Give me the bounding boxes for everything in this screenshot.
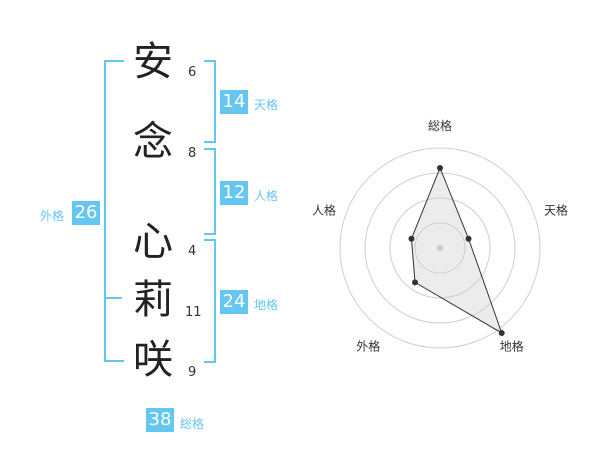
radar-point-1 [437, 165, 443, 171]
tenkaku-value: 14 [220, 90, 248, 114]
tenkaku-bracket [204, 60, 216, 143]
radar-axis-label-3: 地格 [500, 339, 524, 354]
radar-ring-4 [339, 147, 541, 349]
radar-axis-label-5: 人格 [312, 202, 336, 217]
soukaku-label: 総格 [180, 417, 205, 431]
name-char-1: 安 [133, 39, 173, 85]
radar-point-3 [498, 329, 505, 336]
radar-point-4 [412, 279, 419, 286]
stroke-count-3: 4 [188, 244, 197, 259]
radar-axis-label-4: 外格 [356, 339, 380, 354]
name-char-3: 心 [133, 219, 173, 265]
gaikaku-value: 26 [72, 201, 100, 225]
radar-ring-1 [414, 222, 466, 274]
stroke-count-1: 6 [188, 65, 197, 80]
radar-axis-label-2: 天格 [544, 202, 568, 217]
tenkaku-label: 天格 [254, 98, 279, 112]
gaikaku-bracket [104, 60, 124, 362]
stroke-count-2: 8 [188, 146, 197, 161]
jinkaku-value: 12 [220, 181, 248, 205]
gaikaku-bracket-tick [104, 297, 122, 299]
name-char-5: 咲 [133, 337, 173, 383]
chikaku-bracket [204, 239, 216, 363]
chikaku-label: 地格 [254, 298, 279, 312]
radar-point-5 [408, 235, 415, 242]
stroke-count-5: 9 [188, 365, 197, 380]
gaikaku-label: 外格 [40, 209, 65, 223]
radar-point-2 [465, 235, 472, 242]
jinkaku-bracket [204, 148, 216, 235]
radar-center [437, 245, 443, 251]
chikaku-value: 24 [220, 290, 248, 314]
stroke-count-4: 11 [185, 305, 202, 320]
name-char-2: 念 [133, 119, 173, 165]
radar-ring-2 [389, 197, 491, 299]
jinkaku-label: 人格 [254, 189, 279, 203]
radar-ring-3 [364, 172, 516, 324]
name-char-4: 莉 [133, 277, 173, 323]
radar-data-polygon [410, 166, 503, 335]
soukaku-value: 38 [146, 408, 174, 432]
radar-axis-label-1: 総格 [428, 118, 452, 133]
